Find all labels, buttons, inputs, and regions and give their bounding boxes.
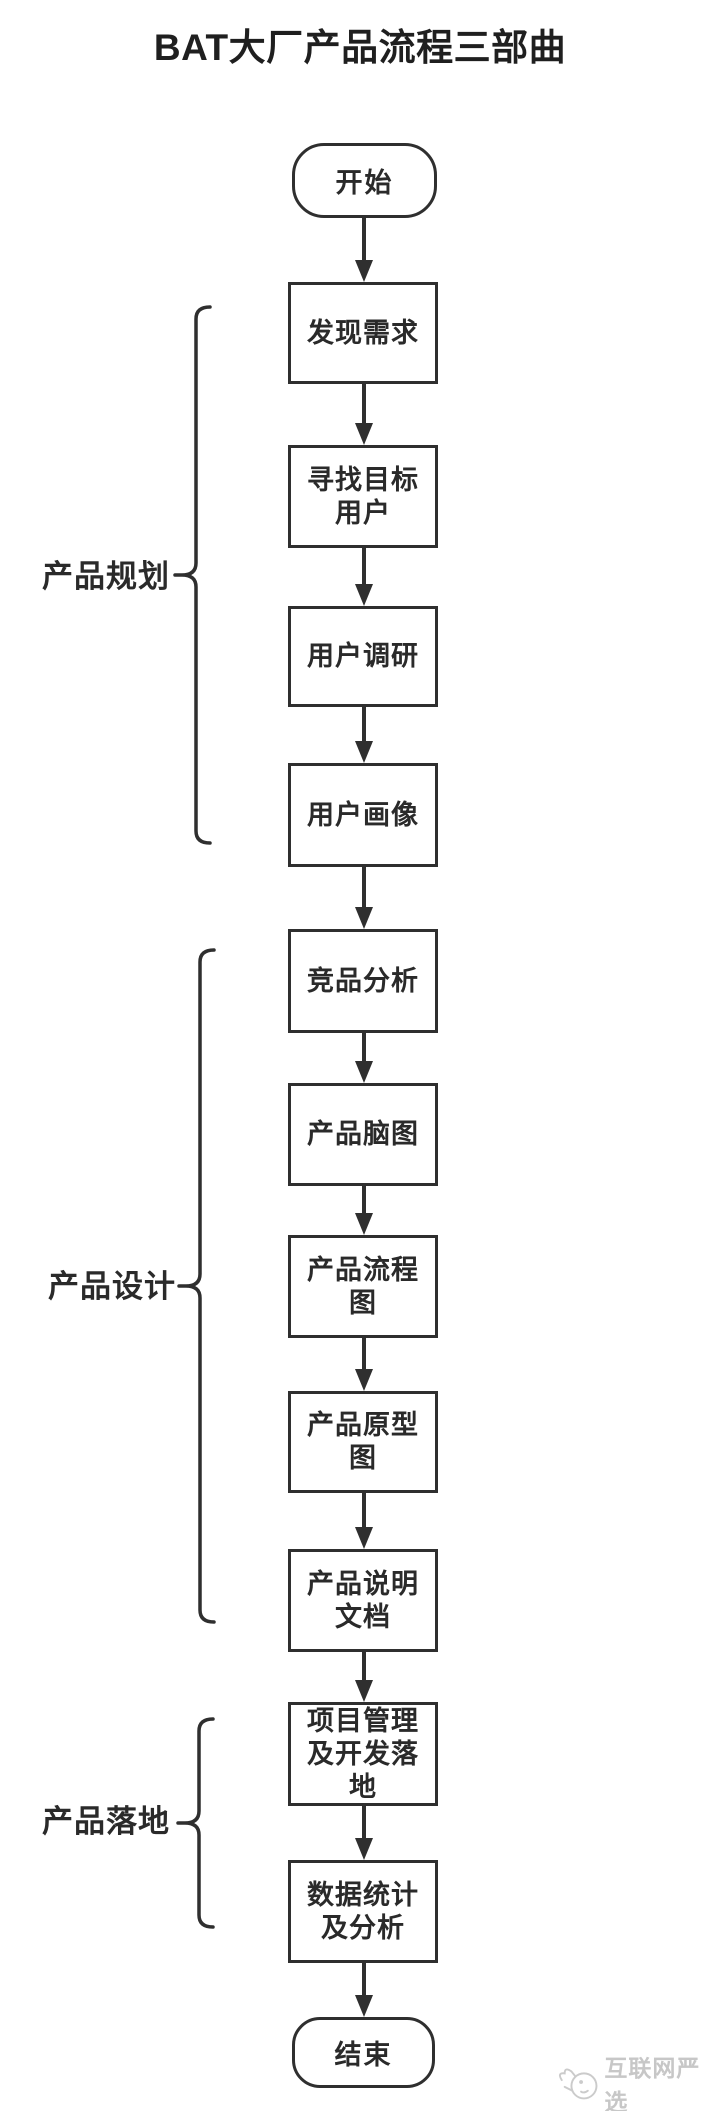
arrow-stem — [362, 216, 366, 266]
flow-arrow — [354, 1032, 374, 1083]
group-label-product-design: 产品设计 — [48, 1269, 176, 1304]
arrow-stem — [362, 706, 366, 747]
arrow-stem — [362, 1492, 366, 1533]
arrow-down-icon — [355, 1680, 373, 1702]
arrow-stem — [362, 1032, 366, 1067]
step-box-product-spec-doc: 产品说明文档 — [288, 1549, 438, 1652]
group-brace-landing — [176, 1717, 215, 1929]
arrow-stem — [362, 1651, 366, 1686]
arrow-down-icon — [355, 1369, 373, 1391]
start-node: 开始 — [292, 143, 437, 218]
flow-arrow — [354, 706, 374, 763]
step-box-competitor-analysis: 竞品分析 — [288, 929, 438, 1033]
start-node-label: 开始 — [335, 168, 394, 198]
step-label: 用户调研 — [307, 641, 419, 671]
step-label: 发现需求 — [307, 317, 419, 348]
arrow-stem — [362, 1185, 366, 1219]
flow-arrow — [354, 1492, 374, 1549]
flow-arrow — [354, 1185, 374, 1235]
flow-arrow — [354, 1805, 374, 1860]
arrow-stem — [362, 547, 366, 590]
flow-arrow — [354, 1651, 374, 1702]
flow-arrow — [354, 383, 374, 445]
flow-arrow — [354, 866, 374, 929]
arrow-down-icon — [355, 423, 373, 445]
arrow-stem — [362, 1337, 366, 1375]
flow-arrow — [354, 1962, 374, 2017]
arrow-down-icon — [355, 1527, 373, 1549]
step-box-product-flowchart: 产品流程图 — [288, 1235, 438, 1338]
step-box-find-target-users: 寻找目标用户 — [288, 445, 438, 548]
step-label: 数据统计及分析 — [307, 1879, 419, 1943]
step-label: 产品说明文档 — [307, 1568, 419, 1632]
flow-arrow — [354, 547, 374, 606]
step-box-user-research: 用户调研 — [288, 606, 438, 707]
arrow-down-icon — [355, 1213, 373, 1235]
step-label: 寻找目标用户 — [307, 464, 419, 528]
flow-arrow — [354, 216, 374, 282]
step-label: 产品脑图 — [307, 1119, 419, 1149]
arrow-down-icon — [355, 584, 373, 606]
watermark-text: 互联网严选 — [604, 2055, 701, 2111]
arrow-stem — [362, 1962, 366, 2001]
arrow-down-icon — [355, 260, 373, 282]
arrow-stem — [362, 1805, 366, 1844]
arrow-down-icon — [355, 1061, 373, 1083]
arrow-stem — [362, 866, 366, 913]
step-label: 产品原型图 — [307, 1410, 419, 1473]
flow-arrow — [354, 1337, 374, 1391]
penguin-logo-icon — [558, 2068, 598, 2100]
end-node-label: 结束 — [334, 2040, 393, 2070]
group-brace-design — [177, 948, 216, 1624]
step-label: 用户画像 — [307, 799, 419, 830]
watermark: 互联网严选 — [556, 2049, 720, 2111]
step-label: 竞品分析 — [307, 965, 419, 996]
arrow-down-icon — [355, 1995, 373, 2017]
step-label: 项目管理及开发落地 — [307, 1705, 419, 1802]
step-box-project-management-dev: 项目管理及开发落地 — [288, 1702, 438, 1806]
step-box-product-mindmap: 产品脑图 — [288, 1083, 438, 1186]
group-label-product-planning: 产品规划 — [42, 559, 170, 594]
step-box-discover-needs: 发现需求 — [288, 282, 438, 384]
step-box-data-statistics-analysis: 数据统计及分析 — [288, 1860, 438, 1963]
arrow-down-icon — [355, 741, 373, 763]
step-box-product-prototype: 产品原型图 — [288, 1391, 438, 1493]
arrow-down-icon — [355, 1838, 373, 1860]
group-brace-planning — [173, 305, 212, 845]
arrow-down-icon — [355, 907, 373, 929]
step-box-user-persona: 用户画像 — [288, 763, 438, 867]
end-node: 结束 — [292, 2017, 435, 2088]
group-label-product-landing: 产品落地 — [42, 1804, 170, 1839]
arrow-stem — [362, 383, 366, 429]
diagram-title: BAT大厂产品流程三部曲 — [153, 27, 567, 68]
step-label: 产品流程图 — [307, 1254, 419, 1318]
